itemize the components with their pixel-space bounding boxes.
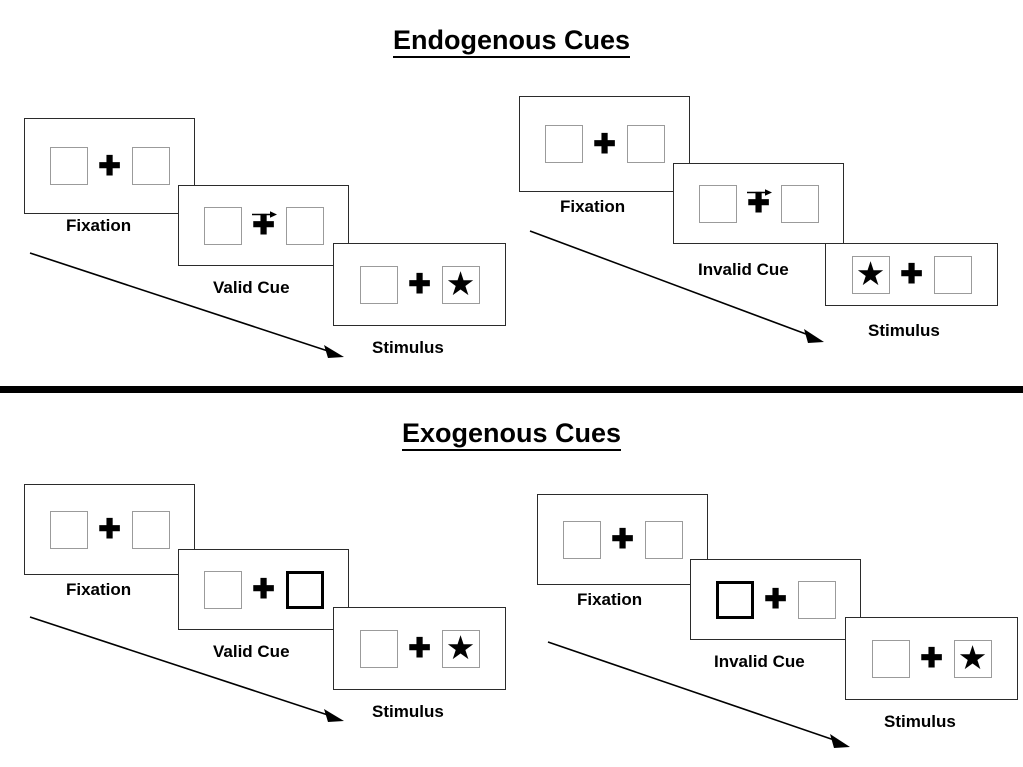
fixation-cross-icon: ✚ <box>252 574 275 604</box>
panel-exogenous-invalid-stimulus: ✚ ★ <box>845 617 1018 700</box>
placeholder-left <box>359 629 398 668</box>
placeholder-right-target: ★ <box>953 639 992 678</box>
section-title-exogenous: Exogenous Cues <box>0 418 1023 451</box>
fixation-center: ✚ <box>583 128 627 159</box>
placeholder-left <box>544 125 583 163</box>
fixation-cross-icon: ✚ <box>747 188 770 218</box>
target-star-icon: ★ <box>445 629 476 666</box>
panel-content: ✚ <box>179 206 348 245</box>
panel-exogenous-invalid-fixation: ✚ <box>537 494 708 585</box>
placeholder-left <box>49 147 88 185</box>
placeholder-right <box>285 206 324 245</box>
caption-endogenous-valid-fixation: Fixation <box>66 216 132 235</box>
placeholder-right-cued <box>285 570 324 609</box>
caption-exogenous-invalid-fixation: Fixation <box>577 590 643 609</box>
fixation-center: ✚ <box>601 526 645 553</box>
placeholder-right <box>131 147 170 185</box>
placeholder-right <box>644 520 683 559</box>
fixation-center: ✚ <box>754 586 798 613</box>
panel-exogenous-valid-fixation: ✚ <box>24 484 195 575</box>
time-flow-arrow-exogenous-invalid <box>547 641 850 748</box>
section-title-endogenous: Endogenous Cues <box>0 25 1023 58</box>
placeholder-left <box>698 184 737 223</box>
target-star-icon: ★ <box>957 639 988 676</box>
panel-endogenous-invalid-stimulus: ★ ✚ <box>825 243 998 306</box>
placeholder-left <box>203 570 242 609</box>
fixation-center: ✚ <box>88 150 132 181</box>
panel-exogenous-valid-stimulus: ✚ ★ <box>333 607 506 690</box>
caption-endogenous-invalid-stimulus: Stimulus <box>868 321 940 340</box>
placeholder-right <box>797 580 836 619</box>
panel-exogenous-valid-cue: ✚ <box>178 549 349 630</box>
panel-content: ★ ✚ <box>826 255 997 294</box>
caption-endogenous-invalid-cue: Invalid Cue <box>698 260 789 279</box>
panel-endogenous-valid-stimulus: ✚ ★ <box>333 243 506 326</box>
panel-content: ✚ <box>691 580 860 619</box>
panel-content: ✚ <box>179 570 348 609</box>
caption-endogenous-invalid-fixation: Fixation <box>560 197 626 216</box>
panel-content: ✚ <box>520 125 689 163</box>
placeholder-left <box>49 510 88 549</box>
placeholder-right-target: ★ <box>441 265 480 304</box>
target-star-icon: ★ <box>855 255 886 292</box>
placeholder-left <box>203 206 242 245</box>
panel-endogenous-valid-cue: ✚ <box>178 185 349 266</box>
placeholder-right <box>780 184 819 223</box>
fixation-center: ✚ <box>88 516 132 543</box>
caption-exogenous-valid-cue: Valid Cue <box>213 642 290 661</box>
fixation-cross-icon: ✚ <box>611 524 634 554</box>
caption-exogenous-valid-fixation: Fixation <box>66 580 132 599</box>
caption-exogenous-invalid-stimulus: Stimulus <box>884 712 956 731</box>
fixation-cross-icon: ✚ <box>408 633 431 663</box>
caption-exogenous-invalid-cue: Invalid Cue <box>714 652 805 671</box>
panel-endogenous-valid-fixation: ✚ <box>24 118 195 214</box>
placeholder-left <box>562 520 601 559</box>
panel-endogenous-invalid-cue: ✚ <box>673 163 844 244</box>
placeholder-right <box>131 510 170 549</box>
section-title-endogenous-text: Endogenous Cues <box>392 25 630 58</box>
fixation-cross-icon: ✚ <box>408 269 431 299</box>
fixation-cross-icon: ✚ <box>920 643 943 673</box>
panel-content: ✚ <box>674 184 843 223</box>
caption-exogenous-valid-stimulus: Stimulus <box>372 702 444 721</box>
panel-content: ✚ ★ <box>334 629 505 668</box>
placeholder-right <box>933 255 972 294</box>
panel-content: ✚ ★ <box>846 639 1017 678</box>
fixation-cross-icon: ✚ <box>98 150 121 181</box>
fixation-center: ✚ <box>398 271 442 298</box>
section-divider <box>0 386 1023 393</box>
fixation-center: ✚ <box>242 576 286 603</box>
fixation-center: ✚ <box>242 210 286 240</box>
panel-content: ✚ <box>25 510 194 549</box>
placeholder-right <box>626 125 665 163</box>
fixation-cross-icon: ✚ <box>98 514 121 544</box>
fixation-center: ✚ <box>398 635 442 662</box>
section-title-exogenous-text: Exogenous Cues <box>401 418 622 451</box>
placeholder-left <box>359 265 398 304</box>
fixation-cross-icon: ✚ <box>593 128 616 159</box>
panel-endogenous-invalid-fixation: ✚ <box>519 96 690 192</box>
fixation-cross-icon: ✚ <box>764 584 787 614</box>
panel-content: ✚ <box>538 520 707 559</box>
placeholder-left-cued <box>715 580 754 619</box>
placeholder-left-target: ★ <box>851 255 890 294</box>
panel-content: ✚ <box>25 147 194 185</box>
fixation-cross-icon: ✚ <box>252 210 275 240</box>
panel-exogenous-invalid-cue: ✚ <box>690 559 861 640</box>
fixation-center: ✚ <box>737 188 781 218</box>
caption-endogenous-valid-stimulus: Stimulus <box>372 338 444 357</box>
caption-endogenous-valid-cue: Valid Cue <box>213 278 290 297</box>
fixation-center: ✚ <box>910 645 954 672</box>
placeholder-right-target: ★ <box>441 629 480 668</box>
target-star-icon: ★ <box>445 265 476 302</box>
panel-content: ✚ ★ <box>334 265 505 304</box>
fixation-center: ✚ <box>890 261 934 288</box>
fixation-cross-icon: ✚ <box>900 259 923 289</box>
cue-arrow-right-icon <box>746 189 772 196</box>
cue-arrow-right-icon <box>251 211 277 218</box>
placeholder-left <box>871 639 910 678</box>
